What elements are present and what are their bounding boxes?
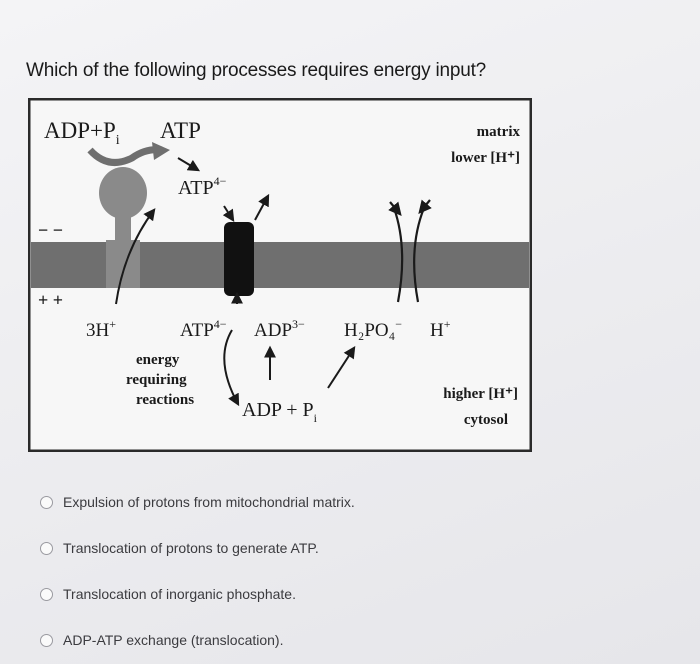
radio-button[interactable] [40,541,53,555]
label-higher-h: higher [H⁺] [443,386,518,402]
atp-synthesis-diagram: ADP+Pi ATP ATP4− matrix lower [H⁺] − − +… [28,98,532,452]
label-adp-bottom: ADP3− [254,317,305,341]
proton-flow-arrow [115,208,156,305]
label-matrix: matrix [477,124,521,140]
option-label: Translocation of inorganic phosphate. [63,586,296,602]
label-atp-bottom: ATP4− [180,317,227,341]
label-energy: energy [136,352,180,368]
label-adp-pi-bottom: ADP + Pi [242,399,318,425]
label-adp-pi-top: ADP+Pi [44,118,120,148]
atp-synthase [99,167,147,288]
label-h2po4: H₂PO₄− [344,317,402,341]
energy-use-arrow [223,329,240,407]
label-atp-mid: ATP4− [178,174,227,199]
translocase-in-arrow [222,205,235,223]
adp-atp-translocase [224,222,254,296]
phosphate-translocase [388,199,432,303]
atp-to-translocase-arrow [177,157,201,172]
option-label: Translocation of protons to generate ATP… [63,540,319,556]
radio-button[interactable] [40,587,53,601]
question-text: Which of the following processes require… [26,60,487,81]
label-atp-top: ATP [160,118,201,143]
translocase-out-arrow [254,193,270,221]
radio-button[interactable] [40,495,53,509]
option-adp-atp-exchange[interactable]: ADP-ATP exchange (translocation). [40,632,283,648]
pi-up-arrow [327,345,356,389]
radio-button[interactable] [40,633,53,647]
synthesis-curve-arrow [87,146,163,166]
label-plus: + + [38,290,63,310]
label-3h: 3H+ [86,317,116,341]
label-lower-h: lower [H⁺] [451,150,520,166]
label-minus: − − [38,220,63,240]
option-label: Expulsion of protons from mitochondrial … [63,494,355,510]
label-reactions: reactions [136,392,194,408]
option-label: ADP-ATP exchange (translocation). [63,632,284,648]
label-h-plus: H+ [430,317,451,341]
option-translocation-of-protons[interactable]: Translocation of protons to generate ATP… [40,540,319,556]
option-expulsion-of-protons[interactable]: Expulsion of protons from mitochondrial … [40,494,355,510]
option-translocation-of-phosphate[interactable]: Translocation of inorganic phosphate. [40,586,296,602]
label-cytosol: cytosol [464,412,508,428]
inner-membrane [31,242,529,288]
label-requiring: requiring [126,372,187,388]
